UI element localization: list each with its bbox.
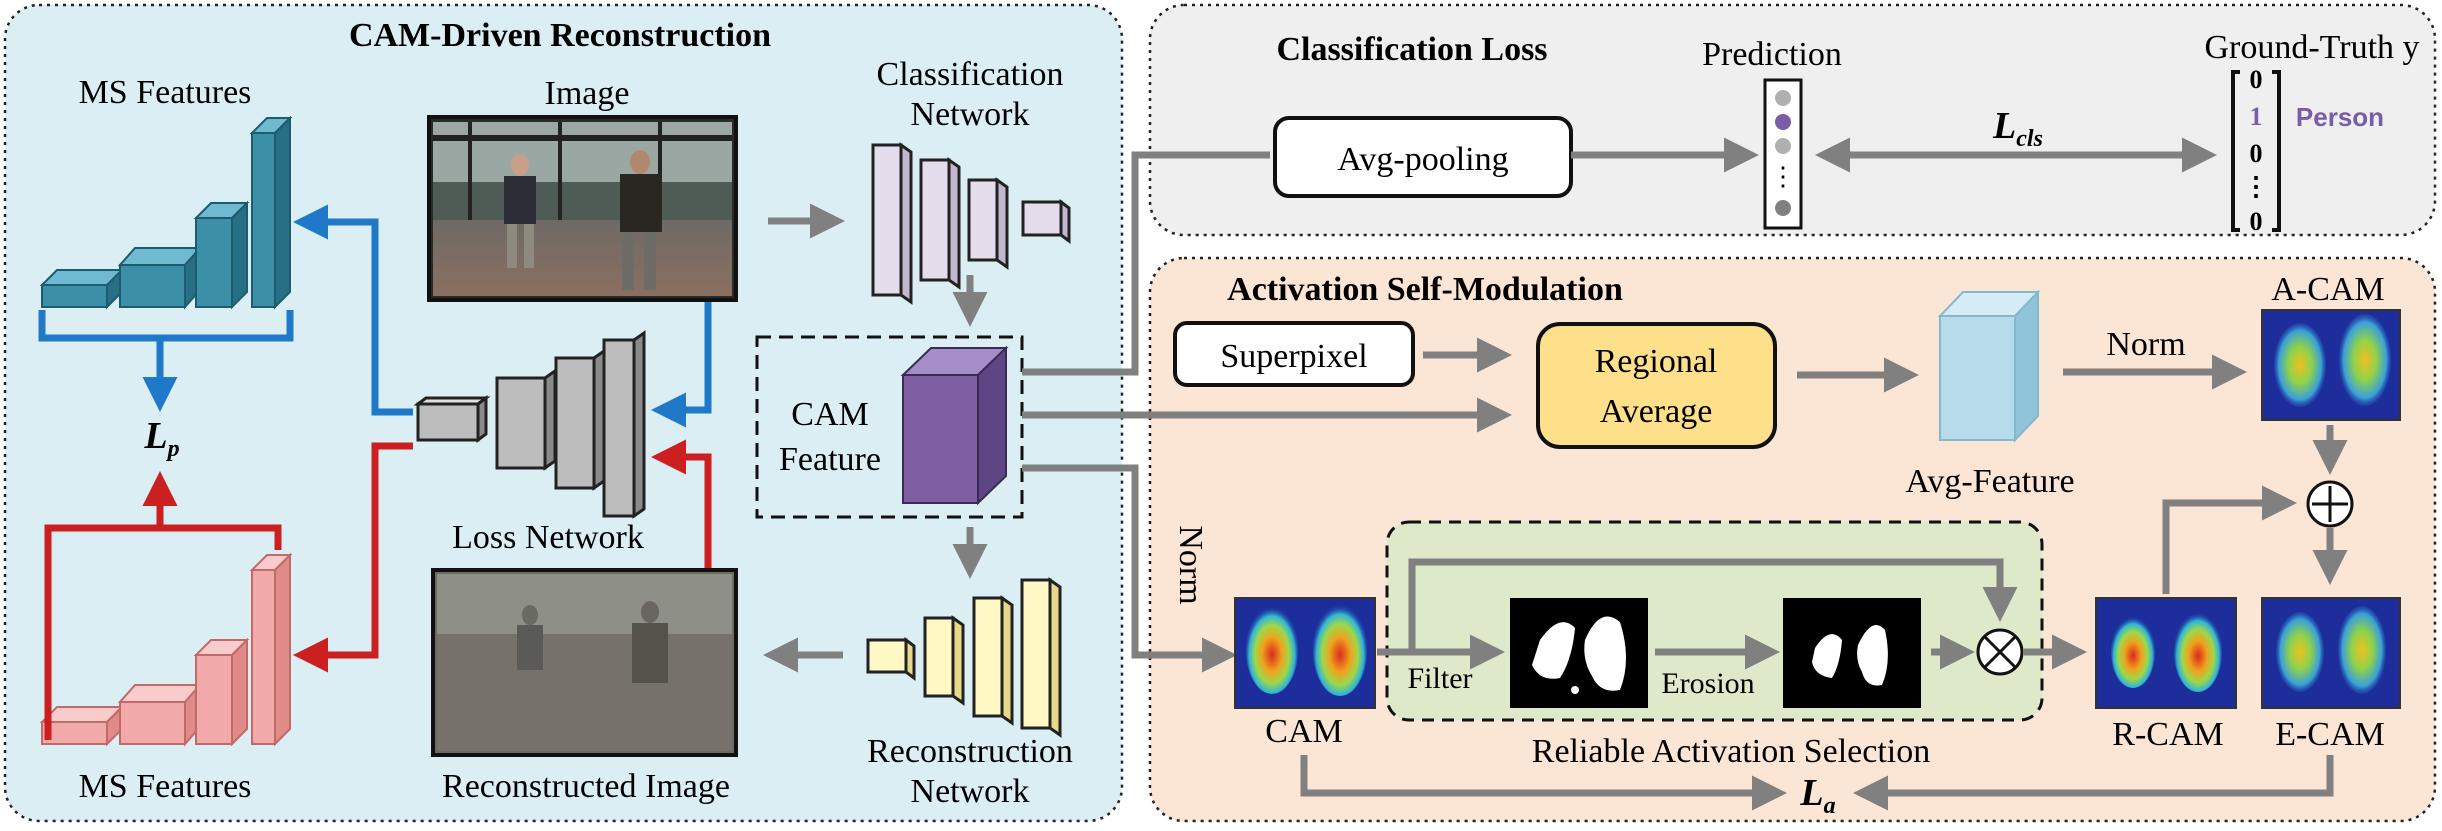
avg-pooling-label: Avg-pooling: [1337, 141, 1508, 178]
loss-lp-label: Lp: [143, 415, 179, 462]
gt-value-2: 0: [2250, 139, 2263, 168]
reconstruction-network-label-2: Network: [911, 773, 1030, 810]
loss-lcls-label: Lcls: [1992, 105, 2043, 152]
filter-flow: [1377, 558, 2018, 670]
classification-network: [871, 142, 1071, 305]
erosion-mask: [1783, 598, 1921, 708]
regional-average-box: Regional Average: [1536, 322, 1777, 449]
avg-pooling-box: Avg-pooling: [1273, 116, 1573, 198]
gt-value-4: 0: [2250, 207, 2263, 236]
gt-value-1: 1: [2250, 102, 2263, 131]
panel-title-activation-self-modulation: Activation Self-Modulation: [1227, 271, 1623, 308]
cam-feature-cube: [900, 345, 1009, 506]
ms-features-top-label: MS Features: [79, 74, 252, 111]
avg-feature-label: Avg-Feature: [1905, 463, 2074, 500]
filter-label: Filter: [1408, 662, 1473, 695]
image-label: Image: [545, 75, 630, 112]
gt-value-0: 0: [2250, 65, 2263, 94]
erosion-label: Erosion: [1661, 667, 1754, 700]
person-class-label: Person: [2296, 102, 2384, 132]
panel-title-classification-loss: Classification Loss: [1276, 31, 1547, 68]
red-flow: [293, 439, 712, 673]
loss-network: [413, 330, 646, 519]
classification-network-label-2: Network: [911, 96, 1030, 133]
e-cam-label: E-CAM: [2275, 716, 2385, 753]
ms-features-top: [39, 115, 293, 310]
prediction-label: Prediction: [1702, 36, 1842, 73]
a-cam-heatmap: [2261, 309, 2401, 421]
input-image: [427, 115, 738, 302]
arrow-rcam-to-sum: [2162, 485, 2297, 594]
regional-average-label-2: Average: [1600, 393, 1713, 430]
norm-top-label: Norm: [2106, 326, 2185, 363]
ms-features-bottom: [39, 552, 293, 747]
lp-bottom-connector: [44, 471, 282, 740]
classification-network-label-1: Classification: [877, 56, 1064, 93]
cam-feature-label-2: Feature: [779, 441, 881, 478]
loss-la-label: La: [1799, 772, 1835, 819]
prediction-vector: ⋮: [1763, 78, 1803, 230]
r-cam-label: R-CAM: [2112, 716, 2223, 753]
panel-title-cam-driven: CAM-Driven Reconstruction: [349, 17, 771, 54]
superpixel-label: Superpixel: [1220, 338, 1367, 375]
reconstruction-network: [866, 577, 1062, 738]
cam-feature-box: CAM Feature: [755, 335, 1024, 519]
reliable-selection-label: Reliable Activation Selection: [1532, 733, 1930, 770]
lp-top-connector: [38, 310, 294, 412]
avg-feature-cube: [1937, 289, 2041, 443]
multiply-operator: [1976, 628, 2024, 676]
ms-features-bottom-label: MS Features: [79, 768, 252, 805]
sum-operator: [2306, 480, 2354, 528]
norm-side-label: Norm: [1172, 525, 1209, 604]
cam-label: CAM: [1265, 713, 1342, 750]
la-connectors: [1300, 755, 2334, 811]
regional-average-label-1: Regional: [1595, 343, 1718, 380]
blue-flow: [293, 204, 712, 428]
a-cam-label: A-CAM: [2271, 271, 2384, 308]
e-cam-heatmap: [2261, 597, 2401, 709]
loss-network-label: Loss Network: [452, 519, 644, 556]
reconstruction-network-label-1: Reconstruction: [867, 733, 1073, 770]
r-cam-heatmap: [2095, 597, 2237, 709]
cam-heatmap: [1234, 597, 1376, 709]
reconstructed-image-label: Reconstructed Image: [442, 768, 730, 805]
cam-feature-connectors: [1022, 151, 1512, 673]
reconstructed-image: [431, 568, 738, 757]
cam-feature-label-1: CAM: [791, 396, 868, 433]
svg-text:⋮: ⋮: [1770, 161, 1796, 191]
ground-truth-vector: 0 1 0 ⋮ 0: [2231, 65, 2281, 236]
ground-truth-label: Ground-Truth y: [2204, 29, 2419, 66]
filter-mask: [1510, 598, 1648, 708]
gt-value-3: ⋮: [2243, 172, 2269, 201]
superpixel-box: Superpixel: [1173, 321, 1415, 387]
